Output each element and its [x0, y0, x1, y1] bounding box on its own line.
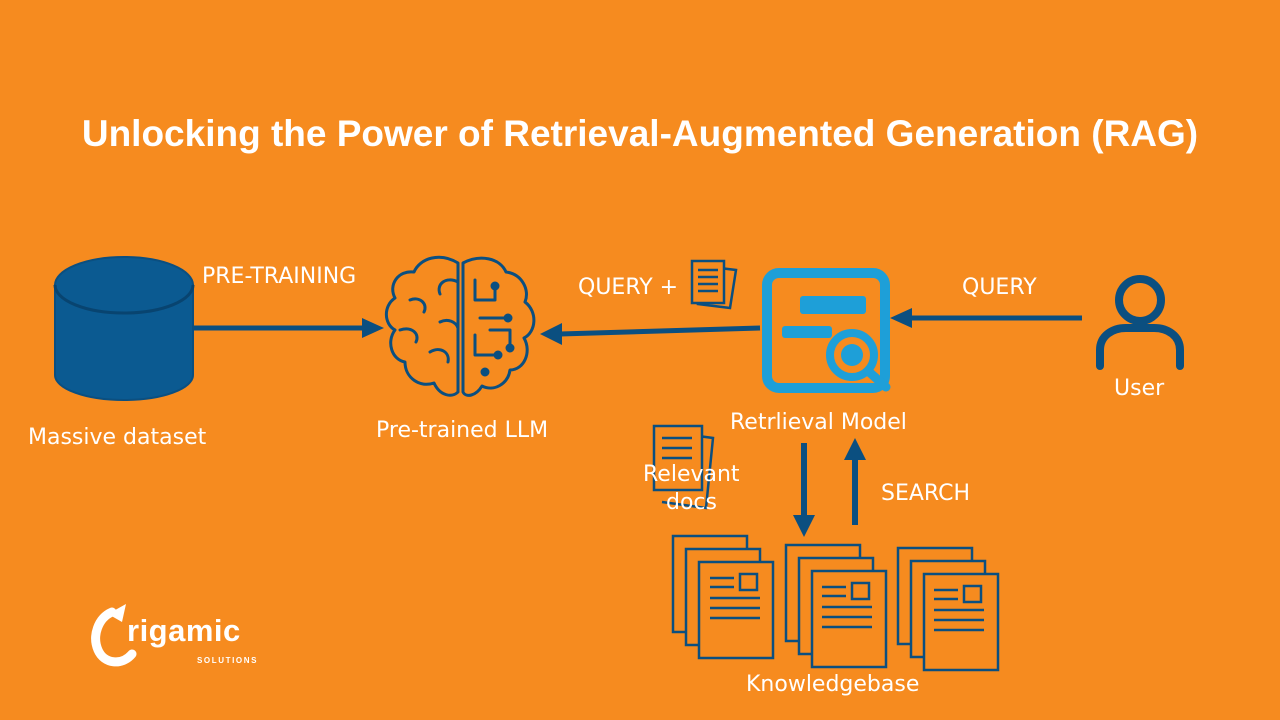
llm-label: Pre-trained LLM — [376, 418, 549, 443]
pretraining-arrow — [194, 318, 384, 338]
query-label: QUERY — [962, 275, 1037, 300]
document-icon — [690, 259, 738, 310]
user-icon — [1096, 275, 1184, 370]
relevant-docs-label-line1: Relevant — [643, 462, 740, 487]
user-label: User — [1114, 376, 1165, 401]
origamic-logo-icon — [91, 604, 137, 667]
database-icon — [53, 256, 195, 401]
retrieval-model-icon — [762, 268, 891, 393]
page-title: Unlocking the Power of Retrieval-Augment… — [81, 113, 1199, 154]
query-plus-arrow — [540, 323, 761, 345]
brain-icon — [384, 255, 536, 397]
logo-subtitle: SOLUTIONS — [197, 656, 259, 665]
relevant-docs-label-line2: docs — [666, 490, 717, 515]
logo-wordmark: rigamic — [127, 613, 241, 648]
search-down-arrow — [793, 443, 815, 537]
relevant-docs-icon — [652, 424, 715, 510]
knowledgebase-icon — [671, 534, 1000, 672]
search-label: SEARCH — [881, 481, 971, 506]
pretraining-label: PRE-TRAINING — [202, 264, 357, 289]
dataset-label: Massive dataset — [28, 425, 207, 450]
query-plus-label: QUERY + — [578, 275, 679, 300]
knowledgebase-label: Knowledgebase — [746, 672, 920, 697]
query-arrow — [890, 308, 1082, 328]
search-up-arrow — [844, 438, 866, 525]
retrieval-model-label: Retrlieval Model — [730, 410, 907, 435]
